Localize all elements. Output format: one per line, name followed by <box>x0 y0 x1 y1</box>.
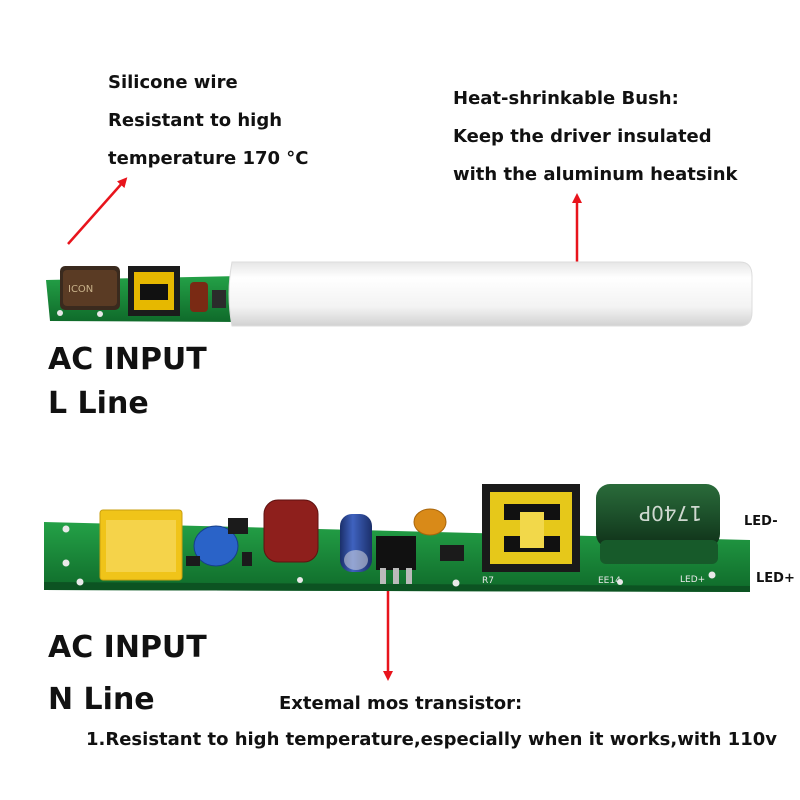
silicone-line-1: Silicone wire <box>108 72 238 93</box>
ac-input-l-line-1: AC INPUT <box>48 342 207 377</box>
ac-input-l-label: AC INPUT L Line <box>48 338 207 426</box>
ceramic-capacitor-blue <box>193 525 239 567</box>
bush-line-1: Heat-shrinkable Bush: <box>453 88 679 109</box>
mos-title: Extemal mos transistor: <box>279 693 523 714</box>
transformer-ee14 <box>482 484 580 572</box>
ac-input-n-label: AC INPUT N Line <box>48 622 207 726</box>
ceramic-capacitor-orange <box>413 508 447 536</box>
ac-input-n-line-2: N Line <box>48 682 155 717</box>
ac-input-n-line-1: AC INPUT <box>48 630 207 665</box>
film-capacitor <box>263 499 319 563</box>
silicone-line-3: temperature 170 °C <box>108 148 309 169</box>
led-plus-label: LED+ <box>756 571 795 586</box>
heat-shrink-note: Heat-shrinkable Bush: Keep the driver in… <box>453 80 738 194</box>
pcb-r7-label: R7 <box>482 576 494 586</box>
pcb-led-plus-label: LED+ <box>680 575 705 585</box>
bush-line-2: Keep the driver insulated <box>453 126 712 147</box>
mos-transistor <box>376 536 416 570</box>
heat-shrink-sleeve <box>228 261 753 327</box>
bush-line-3: with the aluminum heatsink <box>453 164 738 185</box>
mos-note: 1.Resistant to high temperature,especial… <box>86 729 777 750</box>
silicone-arrow <box>67 177 128 245</box>
pcb-marking: ICON <box>68 284 93 295</box>
ac-input-l-line-2: L Line <box>48 386 149 421</box>
bottom-pcb: EE14 R7 1740P LED+ <box>44 484 750 592</box>
output-capacitor: 1740P <box>596 484 720 564</box>
pcb-ee14-label: EE14 <box>598 576 621 586</box>
silicone-wire-note: Silicone wire Resistant to high temperat… <box>108 64 309 178</box>
top-pcb: ICON <box>46 266 240 322</box>
silicone-line-2: Resistant to high <box>108 110 283 131</box>
capacitor-marking: 1740P <box>639 501 702 525</box>
led-minus-label: LED- <box>744 514 778 529</box>
